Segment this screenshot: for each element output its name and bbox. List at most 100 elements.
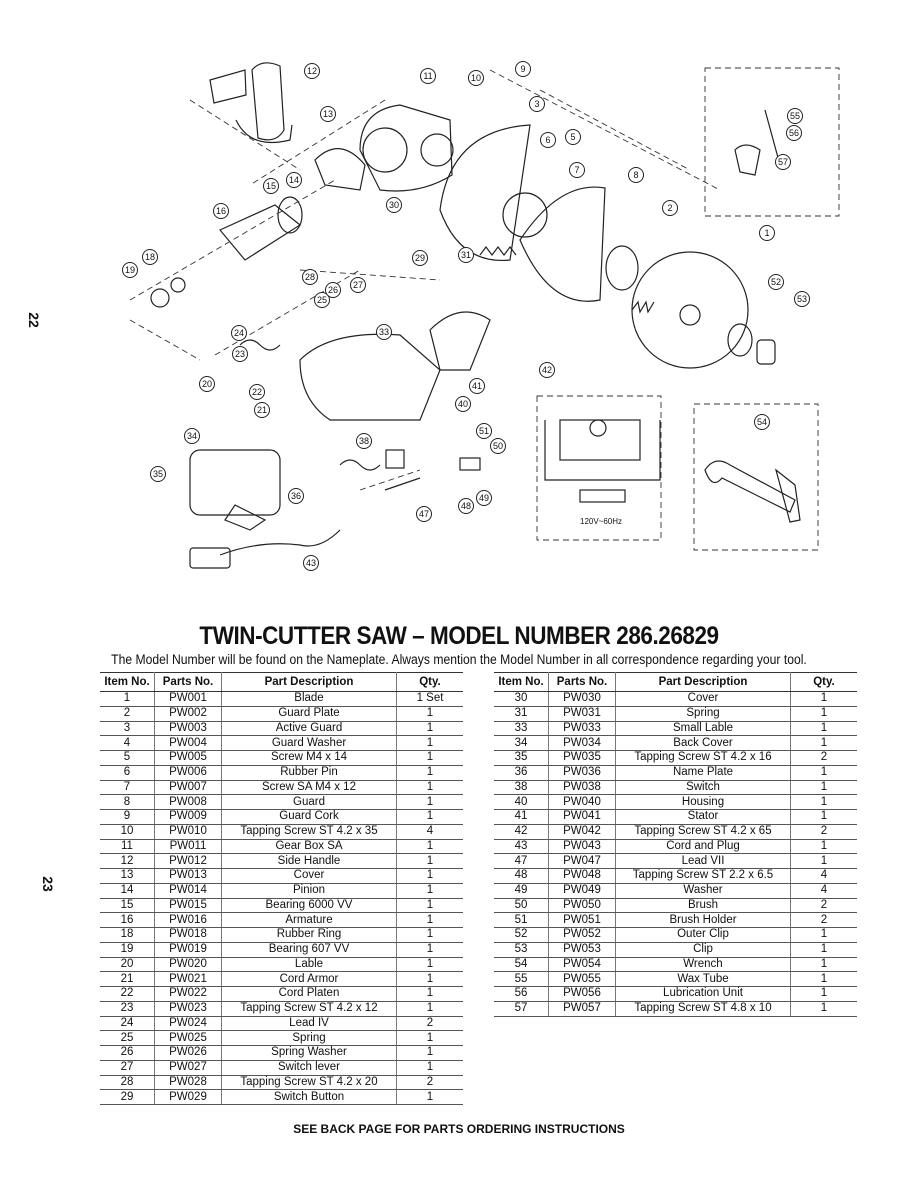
cell-parts-no: PW035 <box>548 750 616 766</box>
callout-label: 51 <box>479 426 489 436</box>
cell-parts-no: PW006 <box>154 765 222 781</box>
cell-parts-no: PW015 <box>154 898 222 914</box>
header-qty: Qty. <box>396 672 463 692</box>
cell-item-no: 3 <box>100 721 155 737</box>
cell-item-no: 33 <box>494 721 549 737</box>
callout-18: 18 <box>142 249 158 265</box>
assembly-lines <box>129 69 721 491</box>
cell-qty: 1 <box>396 1001 463 1017</box>
callout-8: 8 <box>628 167 644 183</box>
callout-48: 48 <box>458 498 474 514</box>
cell-parts-no: PW053 <box>548 942 616 958</box>
cell-qty: 1 <box>790 927 857 943</box>
callout-label: 40 <box>458 399 468 409</box>
cell-qty: 1 <box>790 721 857 737</box>
cell-item-no: 20 <box>100 957 155 973</box>
cell-parts-no: PW030 <box>548 691 616 707</box>
callout-label: 24 <box>234 328 244 338</box>
callout-36: 36 <box>288 488 304 504</box>
cell-qty: 2 <box>396 1016 463 1032</box>
cell-part-description: Tapping Screw ST 4.8 x 10 <box>615 1001 791 1017</box>
cell-part-description: Bearing 607 VV <box>221 942 397 958</box>
cell-parts-no: PW038 <box>548 780 616 796</box>
header-qty: Qty. <box>790 672 857 692</box>
cell-part-description: Spring <box>615 706 791 722</box>
cell-item-no: 30 <box>494 691 549 707</box>
cell-parts-no: PW027 <box>154 1060 222 1076</box>
callout-43: 43 <box>303 555 319 571</box>
cell-qty: 1 <box>790 780 857 796</box>
cell-item-no: 2 <box>100 706 155 722</box>
callout-label: 6 <box>545 135 550 145</box>
header-part-description: Part Description <box>615 672 791 692</box>
cell-part-description: Guard Washer <box>221 735 397 751</box>
callout-47: 47 <box>416 506 432 522</box>
cell-part-description: Pinion <box>221 883 397 899</box>
callout-label: 13 <box>323 109 333 119</box>
cell-parts-no: PW016 <box>154 912 222 928</box>
callout-label: 31 <box>461 250 471 260</box>
callout-label: 41 <box>472 381 482 391</box>
cell-part-description: Tapping Screw ST 4.2 x 35 <box>221 824 397 840</box>
cell-qty: 2 <box>790 912 857 928</box>
cell-item-no: 38 <box>494 780 549 796</box>
cell-qty: 1 <box>396 883 463 899</box>
callout-label: 22 <box>252 387 262 397</box>
cell-qty: 1 <box>396 780 463 796</box>
cell-parts-no: PW023 <box>154 1001 222 1017</box>
cell-qty: 1 <box>396 1089 463 1105</box>
cell-item-no: 42 <box>494 824 549 840</box>
page-subtitle: The Model Number will be found on the Na… <box>111 652 807 667</box>
callout-label: 55 <box>790 111 800 121</box>
cell-part-description: Cover <box>615 691 791 707</box>
cell-parts-no: PW008 <box>154 794 222 810</box>
cell-item-no: 53 <box>494 942 549 958</box>
cell-qty: 1 <box>396 735 463 751</box>
callout-label: 27 <box>353 280 363 290</box>
diagram-outlines <box>150 62 776 569</box>
cell-item-no: 56 <box>494 986 549 1002</box>
cell-parts-no: PW041 <box>548 809 616 825</box>
callout-label: 56 <box>789 128 799 138</box>
cell-parts-no: PW036 <box>548 765 616 781</box>
callout-31: 31 <box>458 247 474 263</box>
cell-parts-no: PW005 <box>154 750 222 766</box>
cell-part-description: Lead IV <box>221 1016 397 1032</box>
cell-part-description: Rubber Ring <box>221 927 397 943</box>
cell-parts-no: PW048 <box>548 868 616 884</box>
cell-part-description: Back Cover <box>615 735 791 751</box>
callout-label: 10 <box>471 73 481 83</box>
cell-qty: 1 Set <box>396 691 463 707</box>
cell-part-description: Spring <box>221 1030 397 1046</box>
callout-5: 5 <box>565 129 581 145</box>
callout-2: 2 <box>662 200 678 216</box>
cell-item-no: 27 <box>100 1060 155 1076</box>
callout-label: 3 <box>534 99 539 109</box>
callout-label: 7 <box>574 165 579 175</box>
cell-item-no: 16 <box>100 912 155 928</box>
cell-part-description: Tapping Screw ST 4.2 x 20 <box>221 1075 397 1091</box>
cell-parts-no: PW049 <box>548 883 616 899</box>
callout-21: 21 <box>254 402 270 418</box>
callout-label: 15 <box>266 181 276 191</box>
cell-part-description: Guard Plate <box>221 706 397 722</box>
callout-14: 14 <box>286 172 302 188</box>
cell-qty: 1 <box>396 898 463 914</box>
cell-part-description: Small Lable <box>615 721 791 737</box>
cell-qty: 1 <box>790 691 857 707</box>
cell-parts-no: PW001 <box>154 691 222 707</box>
cell-item-no: 49 <box>494 883 549 899</box>
callout-23: 23 <box>232 346 248 362</box>
cell-part-description: Armature <box>221 912 397 928</box>
